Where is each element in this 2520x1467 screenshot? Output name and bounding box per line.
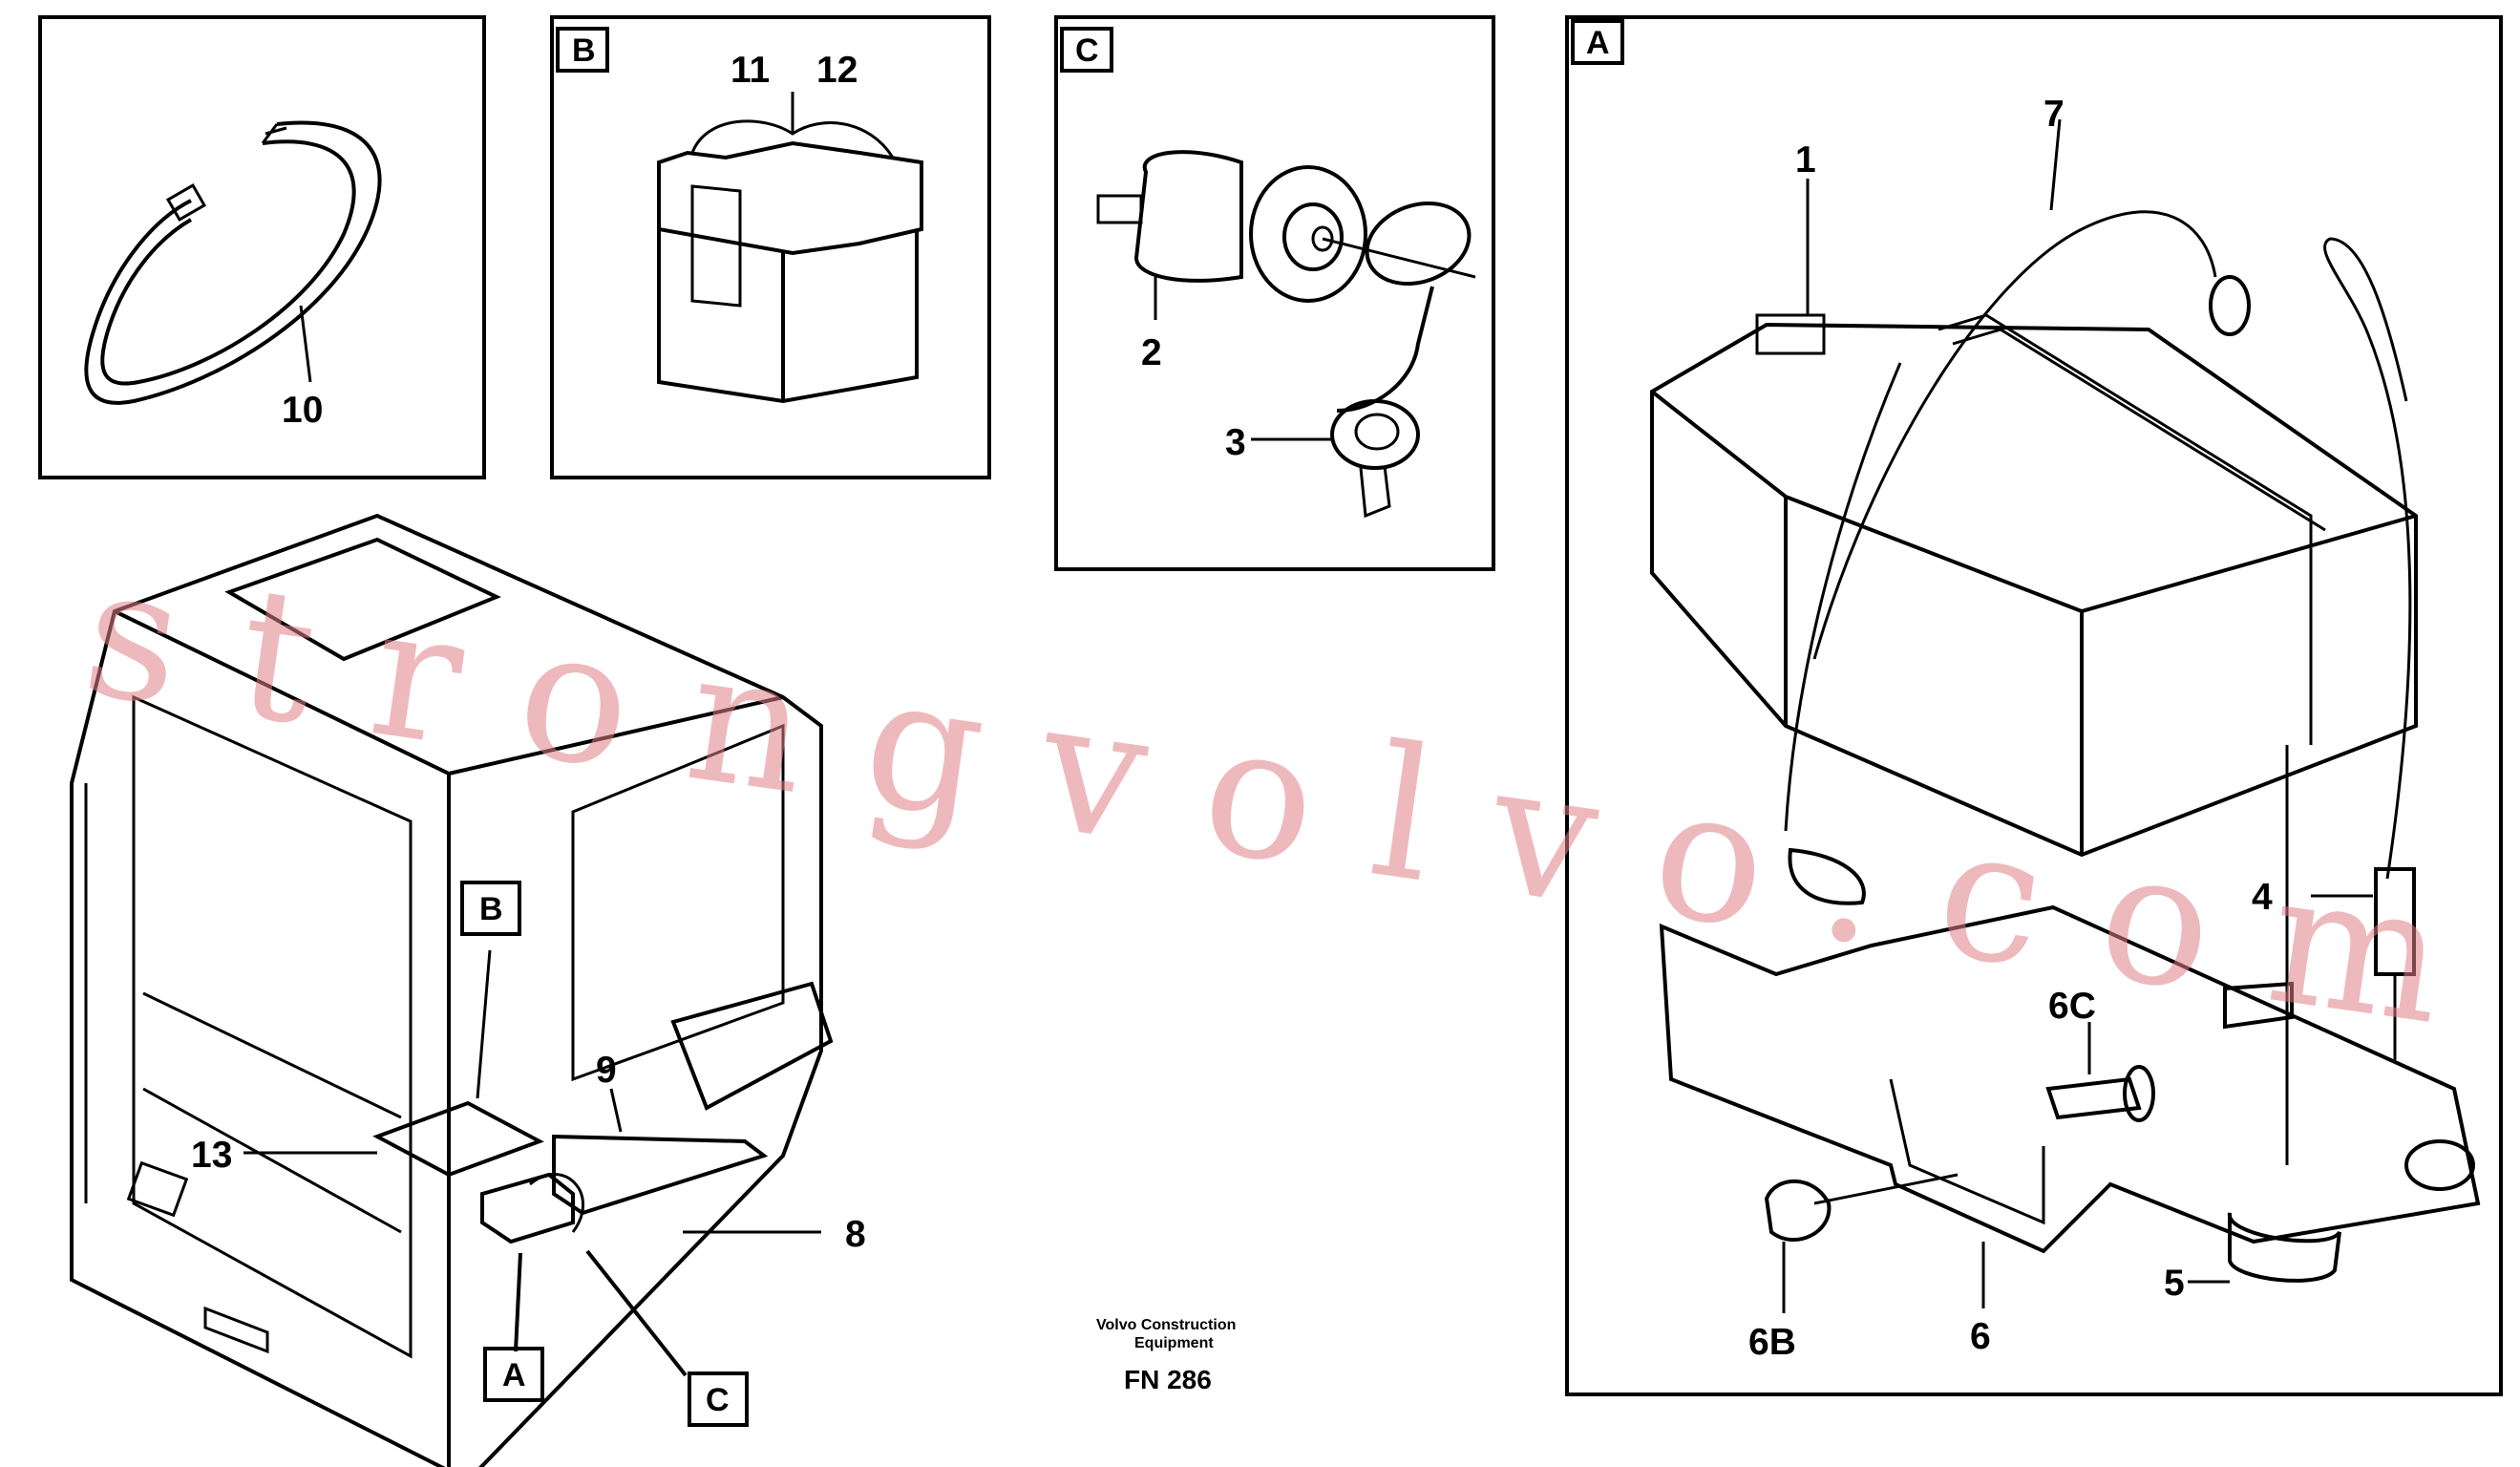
part-label-9: 9 — [596, 1050, 617, 1091]
panel-c-frame — [1054, 15, 1495, 571]
cab-view: B A C 9 13 8 — [70, 513, 866, 1467]
part-label-6: 6 — [1970, 1316, 1991, 1357]
cab-tag-a: A — [502, 1357, 526, 1393]
part-label-3: 3 — [1225, 422, 1246, 463]
cab-drawing — [70, 513, 834, 1467]
part-label-6c: 6C — [2048, 986, 2096, 1027]
panel-strap-frame — [38, 15, 486, 479]
part-label-11: 11 — [731, 50, 770, 91]
cable-strap-drawing — [84, 120, 382, 405]
panel-a-tag-box — [1571, 19, 1624, 65]
panel-a-tag: A — [1586, 25, 1610, 61]
socket-drawing — [1096, 150, 1476, 519]
cab-tag-c-box — [688, 1371, 749, 1427]
panel-c-tag-box — [1060, 27, 1113, 73]
panel-b-tag-box — [556, 27, 609, 73]
part-label-10: 10 — [282, 390, 323, 431]
part-label-8: 8 — [845, 1214, 866, 1255]
cab-tag-a-box — [483, 1347, 544, 1402]
panel-c-tag: C — [1075, 32, 1099, 69]
cab-tag-c: C — [706, 1382, 730, 1418]
panel-b-frame — [550, 15, 991, 479]
panel-a-frame — [1565, 15, 2503, 1396]
part-label-1: 1 — [1795, 139, 1816, 181]
cab-tag-b: B — [479, 891, 503, 927]
relay-holder-drawing — [657, 92, 923, 404]
caption-company-line1: Volvo Construction — [1096, 1317, 1236, 1333]
panel-strap: 10 — [38, 15, 486, 479]
panel-a: A — [1565, 15, 2503, 1396]
caption: Volvo Construction Equipment FN 286 — [1096, 1317, 1236, 1394]
part-label-4: 4 — [2252, 877, 2273, 918]
part-label-6b: 6B — [1748, 1322, 1796, 1363]
battery-box-drawing — [1650, 210, 2481, 1283]
part-label-13: 13 — [191, 1135, 232, 1176]
part-label-7: 7 — [2044, 94, 2065, 135]
part-label-2: 2 — [1141, 332, 1162, 373]
cab-tag-b-box — [460, 881, 521, 936]
panel-b: B 11 12 — [550, 15, 991, 479]
part-label-12: 12 — [816, 50, 858, 91]
figure-number: FN 286 — [1124, 1365, 1212, 1394]
panel-c: C 2 3 — [1054, 15, 1495, 571]
caption-company-line2: Equipment — [1134, 1335, 1214, 1351]
part-label-5: 5 — [2164, 1263, 2185, 1304]
panel-b-tag: B — [572, 32, 596, 69]
